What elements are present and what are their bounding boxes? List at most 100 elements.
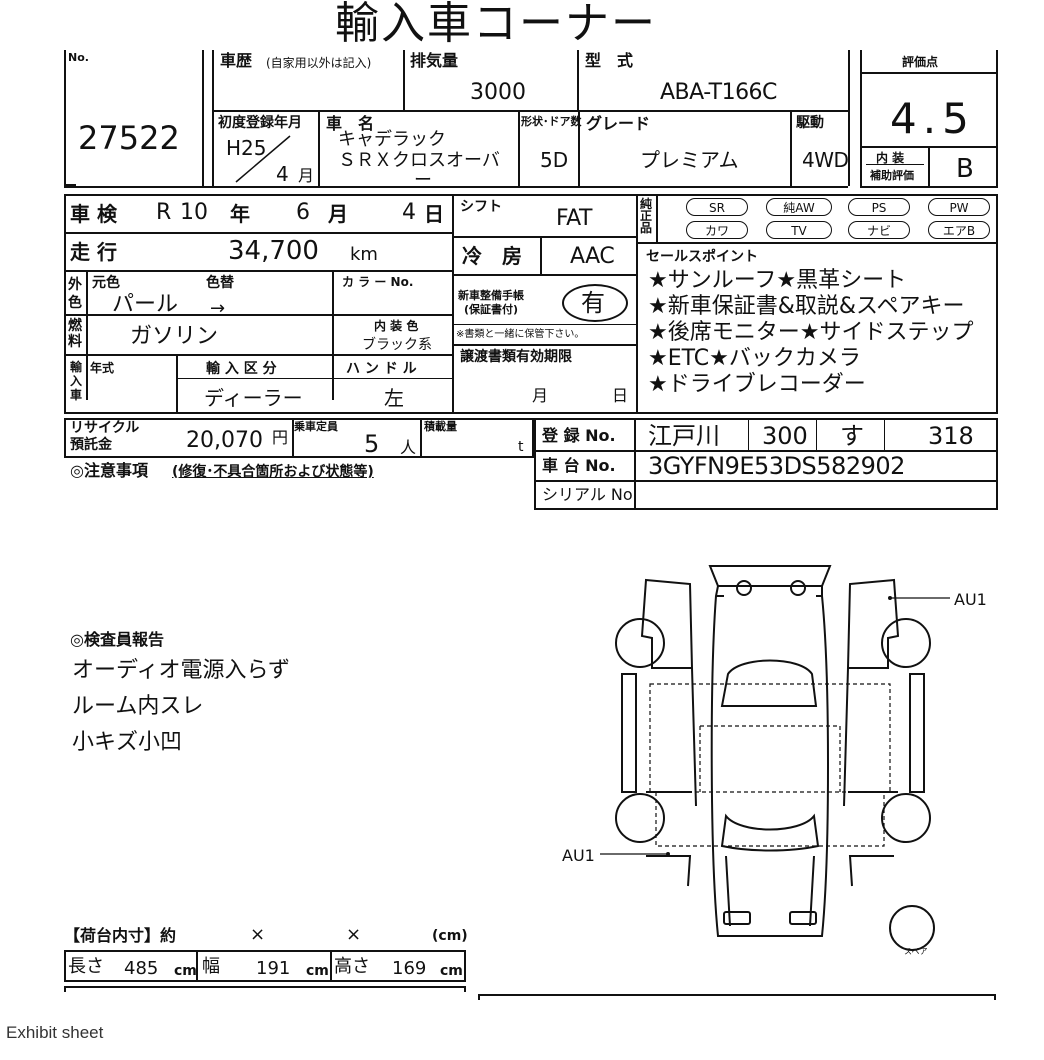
mileage-value: 34,700	[228, 236, 319, 266]
model-value: ABA-T166C	[660, 80, 777, 105]
cargo-width: 191	[256, 958, 291, 979]
inspection-day: 4	[402, 200, 416, 225]
inspector-line-3: 小キズ小凹	[72, 730, 183, 755]
doors-value: 5D	[540, 148, 569, 172]
import-type-value: ディーラー	[204, 386, 303, 410]
genuine-navi: ナビ	[848, 221, 910, 239]
engine-label: 排気量	[410, 51, 459, 70]
registration-era-year: H25	[226, 136, 267, 160]
genuine-ps: PS	[848, 198, 910, 216]
serial-label: シリアル No.	[542, 485, 638, 504]
genuine-airbag: エアB	[928, 221, 990, 239]
recycle-unit: 円	[272, 428, 289, 447]
cargo-x2: ×	[346, 924, 362, 945]
recycle-label-2: 預託金	[70, 437, 112, 453]
shift-label: シフト	[460, 199, 502, 215]
recycle-row	[64, 418, 534, 458]
inspection-year: 10	[180, 200, 208, 225]
notes-label: ◎注意事項	[70, 461, 148, 480]
lot-number-label: No.	[68, 51, 89, 64]
score-box: 評価点 4.5 内 装 補助評価 B	[860, 50, 998, 190]
drive-value: 4WD	[802, 148, 849, 172]
registration-grid	[534, 418, 998, 510]
cargo-height: 169	[392, 958, 427, 979]
score-label: 評価点	[902, 55, 939, 69]
cargo-partial-row	[64, 986, 466, 992]
car-name-line1: キャデラック	[338, 129, 446, 150]
registration-slash	[235, 135, 291, 183]
model-label: 型 式	[585, 51, 634, 70]
chassis-value: 3GYFN9E53DS582902	[648, 452, 905, 480]
color-number-label: カ ラ ー No.	[342, 275, 414, 289]
caption: Exhibit sheet	[6, 1023, 104, 1042]
damage-mark-top: AU1	[954, 590, 987, 609]
reg-number: 318	[928, 422, 974, 450]
warranty-value-circle	[562, 284, 628, 322]
reg-class: 300	[762, 422, 808, 450]
page-title: 輸入車コーナー	[335, 0, 657, 49]
warranty-value: 有	[581, 289, 605, 317]
genuine-tv: TV	[766, 221, 832, 239]
lot-number: 27522	[78, 119, 180, 157]
reg-no-label: 登 録 No.	[542, 426, 616, 445]
capacity-value: 5	[364, 430, 380, 458]
import-year-label: 年式	[90, 361, 115, 375]
capacity-unit: 人	[400, 438, 417, 457]
reg-area: 江戸川	[648, 422, 720, 450]
exterior-color-side-label: 外色	[68, 277, 82, 311]
genuine-sr: SR	[686, 198, 748, 216]
cargo-height-label: 高さ	[334, 956, 370, 977]
chassis-label: 車 台 No.	[542, 456, 616, 475]
car-condition-diagram	[600, 565, 950, 951]
fuel-value: ガソリン	[130, 324, 219, 349]
cargo-width-label: 幅	[202, 956, 220, 977]
handle-value: 左	[384, 386, 404, 410]
engine-value: 3000	[470, 80, 526, 105]
inspection-label: 車 検	[70, 202, 117, 226]
car-name-line3: ー	[414, 170, 432, 191]
notes-sub: (修復･不具合箇所および状態等)	[172, 464, 374, 480]
inspector-label: ◎検査員報告	[70, 630, 164, 649]
cargo-label: 【荷台内寸】約	[64, 926, 177, 945]
inspector-line-2: ルーム内スレ	[72, 694, 204, 719]
history-label: 車歴	[220, 51, 253, 70]
interior-score-label-2: 補助評価	[870, 169, 914, 182]
genuine-label: 純正品	[640, 197, 653, 235]
transfer-day-unit: 日	[612, 386, 629, 405]
repaint-label: 色替	[206, 275, 234, 291]
transfer-label: 譲渡書類有効期限	[460, 349, 572, 365]
score-value: 4.5	[890, 94, 975, 143]
cargo-row	[64, 950, 466, 982]
transfer-month-unit: 月	[532, 386, 549, 405]
recycle-value: 20,070	[186, 428, 263, 453]
recycle-label-1: リサイクル	[70, 420, 140, 436]
cargo-height-cm: cm	[440, 963, 463, 979]
registration-month-unit: 月	[298, 166, 315, 185]
grade-value: プレミアム	[640, 148, 739, 172]
cargo-length-label: 長さ	[68, 956, 104, 977]
cargo-width-cm: cm	[306, 963, 329, 979]
aircon-label: 冷 房	[462, 244, 522, 268]
genuine-leather: カワ	[686, 221, 748, 239]
lot-number-box: No. 27522	[64, 50, 204, 186]
inspection-month-unit: 月	[328, 202, 348, 226]
cargo-x1: ×	[250, 924, 266, 945]
cargo-unit: (cm)	[432, 928, 468, 944]
genuine-pw: PW	[928, 198, 990, 216]
history-note: (自家用以外は記入)	[266, 56, 372, 70]
interior-color-label: 内 装 色	[374, 319, 419, 333]
bottom-right-partial-box	[478, 994, 996, 1000]
shift-value: FAT	[556, 206, 592, 231]
sales-point-4: ★ETC★バックカメラ	[648, 346, 861, 371]
import-type-label: 輸 入 区 分	[206, 361, 277, 377]
warranty-label-2: (保証書付)	[464, 303, 519, 316]
damage-mark-bottom: AU1	[562, 846, 595, 865]
inspection-year-unit: 年	[230, 202, 250, 226]
spare-label: スペア	[904, 947, 928, 956]
load-unit: t	[518, 439, 524, 455]
capacity-label: 乗車定員	[294, 420, 338, 433]
drive-label: 駆動	[796, 115, 824, 131]
interior-score-value: B	[956, 154, 974, 184]
inspection-month: 6	[296, 200, 310, 225]
cargo-length: 485	[124, 958, 159, 979]
